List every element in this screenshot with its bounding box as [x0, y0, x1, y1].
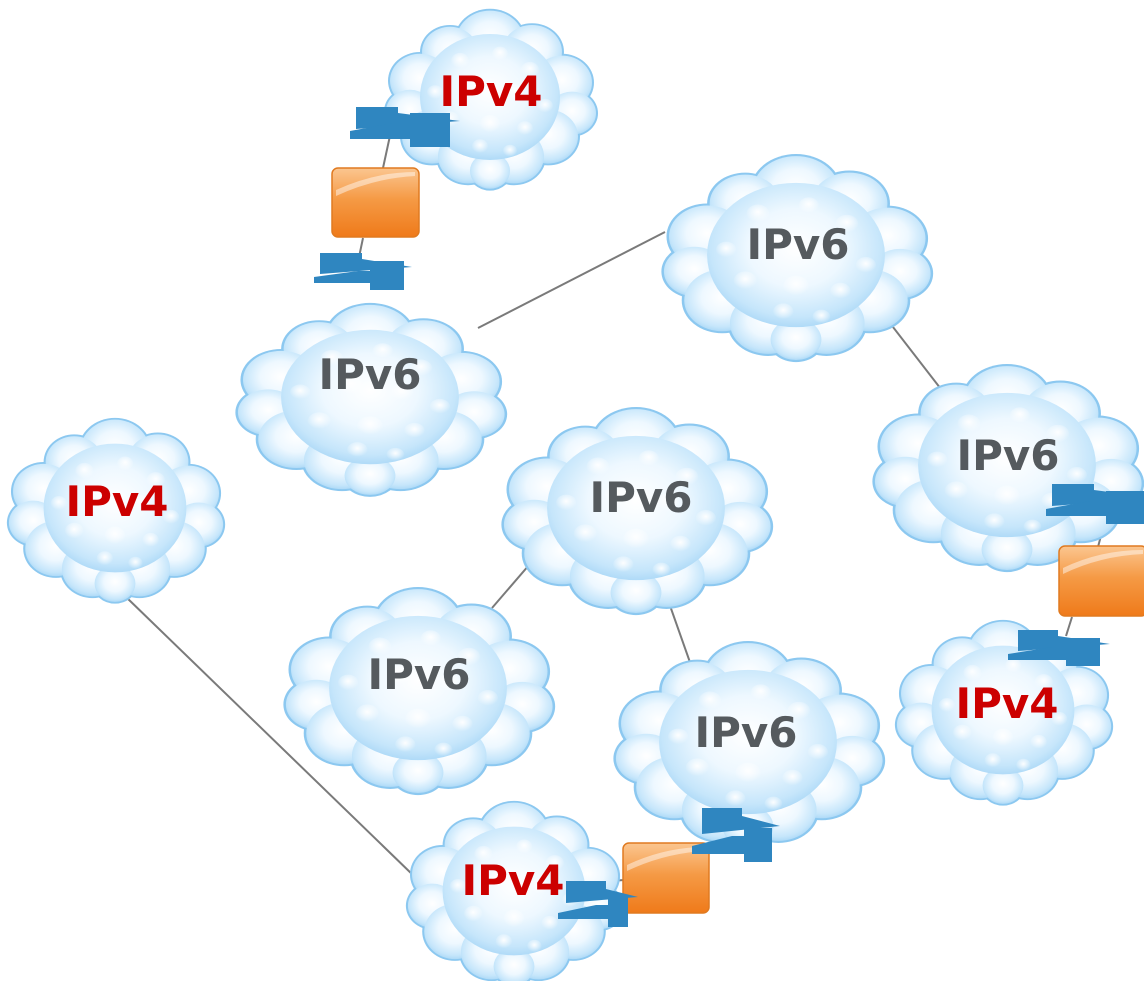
cloud-label-ipv6-upper-left: IPv6	[318, 350, 421, 399]
cloud-shape	[6, 417, 226, 604]
cloud-label-ipv4-bottom: IPv4	[461, 856, 564, 905]
cloud-shape	[235, 302, 508, 497]
ipv4-cloud-left[interactable]	[6, 417, 226, 604]
ipv6-cloud-upper-left[interactable]	[235, 302, 508, 497]
routers-layer	[331, 167, 1144, 914]
tunnel-icon	[1008, 630, 1110, 666]
labels-layer: IPv4 IPv6 IPv6 IPv4 IPv6 IPv6 IPv6 IPv6 …	[65, 67, 1059, 905]
ipv6-cloud-center[interactable]	[501, 407, 774, 616]
link-ipv6-center-to-ipv6-lower-center	[667, 599, 693, 669]
tunnel-icon	[558, 881, 638, 927]
cloud-shape	[283, 587, 556, 796]
ipv4-cloud-top[interactable]	[384, 8, 598, 191]
cloud-label-ipv4-left: IPv4	[65, 477, 168, 526]
cloud-label-ipv4-top: IPv4	[439, 67, 542, 116]
ipv6-cloud-right[interactable]	[872, 364, 1144, 573]
cloud-label-ipv6-center: IPv6	[589, 473, 692, 522]
tunnel-icon	[350, 107, 460, 147]
cloud-shape	[501, 407, 774, 616]
link-ipv6-upper-left-to-ipv6-upper-right	[477, 231, 666, 329]
cloud-label-ipv4-right: IPv4	[955, 679, 1058, 728]
tunnel-icon	[1046, 484, 1144, 524]
tunnel-icon	[692, 808, 780, 862]
link-ipv4-left-to-ipv4-bottom	[124, 595, 416, 878]
ipv6-cloud-upper-right[interactable]	[661, 154, 934, 363]
cloud-label-ipv6-right: IPv6	[956, 431, 1059, 480]
cloud-shape	[661, 154, 934, 363]
router-icon-right[interactable]	[1058, 545, 1144, 617]
cloud-shape	[894, 619, 1114, 806]
cloud-shape	[384, 8, 598, 191]
router-icon-top[interactable]	[331, 167, 420, 238]
ipv6-cloud-lower-left[interactable]	[283, 587, 556, 796]
tunnel-icons-layer	[314, 107, 1144, 927]
cloud-label-ipv6-lower-center: IPv6	[694, 708, 797, 757]
cloud-shape	[872, 364, 1144, 573]
link-router-to-ipv4-right	[1065, 616, 1073, 637]
cloud-label-ipv6-lower-left: IPv6	[367, 650, 470, 699]
tunnel-icon	[314, 253, 412, 290]
ipv4-cloud-right[interactable]	[894, 619, 1114, 806]
cloud-label-ipv6-upper-right: IPv6	[746, 220, 849, 269]
